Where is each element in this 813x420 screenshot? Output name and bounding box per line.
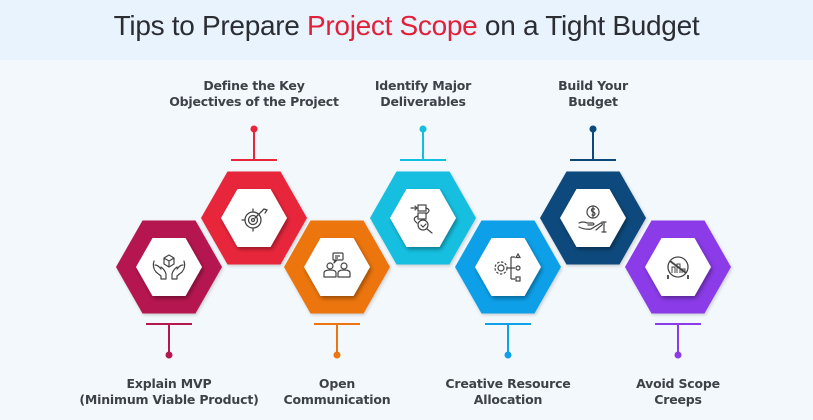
step-label-line: Communication [283, 392, 391, 407]
hexagon-step-3 [284, 220, 390, 314]
title-suffix: on a Tight Budget [477, 10, 700, 41]
title-accent: Project Scope [307, 10, 478, 41]
step-label-line: Explain MVP [126, 376, 212, 391]
step-label-line: Avoid Scope [636, 376, 720, 391]
step-label-1: Explain MVP(Minimum Viable Product) [59, 376, 279, 408]
step-label-line: Open [318, 376, 356, 391]
page-title: Tips to Prepare Project Scope on a Tight… [0, 10, 813, 42]
connector-6 [570, 125, 616, 161]
no-creep-icon [667, 256, 689, 279]
step-label-line: Creative Resource [445, 376, 571, 391]
workflow-search-icon [410, 204, 433, 234]
connector-1 [146, 323, 192, 359]
hexagon-step-6 [540, 171, 646, 265]
step-label-line: Allocation [473, 392, 543, 407]
title-prefix: Tips to Prepare [113, 10, 308, 41]
people-chat-icon [323, 252, 351, 278]
step-label-line: Identify Major [374, 78, 472, 93]
step-label-line: Deliverables [380, 94, 466, 109]
step-label-line: Build Your [558, 78, 628, 93]
hand-coin-icon [578, 205, 607, 233]
target-icon [241, 208, 269, 232]
step-label-line: Budget [568, 94, 618, 109]
hexagon-step-2 [201, 171, 307, 265]
step-label-line: (Minimum Viable Product) [79, 392, 259, 407]
step-label-line: Creeps [654, 392, 702, 407]
connector-3 [314, 323, 360, 359]
hands-box-icon [152, 254, 186, 280]
step-label-line: Define the Key [203, 78, 305, 93]
hexagon-step-5 [455, 220, 561, 314]
hexagon-step-4 [370, 171, 476, 265]
connector-2 [231, 125, 277, 161]
connector-4 [400, 125, 446, 161]
connector-7 [655, 323, 701, 359]
hexagon-step-7 [625, 220, 731, 314]
connector-5 [485, 323, 531, 359]
header-band [0, 0, 813, 60]
gear-shapes-icon [494, 252, 522, 282]
hexagon-step-1 [116, 220, 222, 314]
step-label-line: Objectives of the Project [169, 94, 339, 109]
